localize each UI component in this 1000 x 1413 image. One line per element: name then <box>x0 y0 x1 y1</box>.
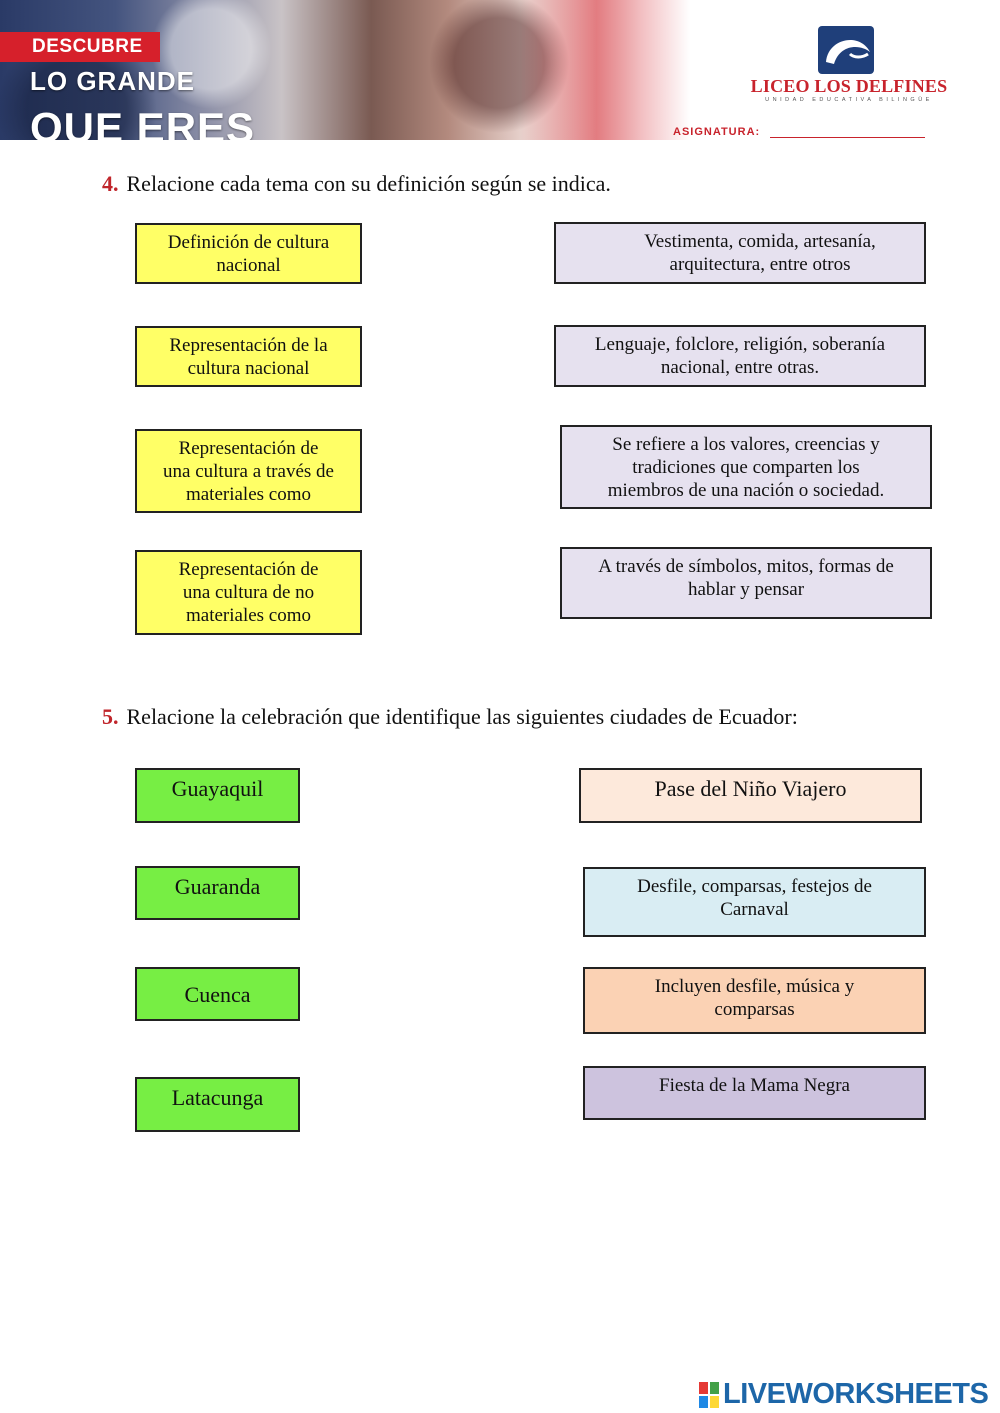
item-text: Definición de cultura <box>167 232 330 253</box>
item-text: una cultura de no <box>182 582 315 603</box>
question-text: Relacione cada tema con su definición se… <box>126 171 611 196</box>
city-text: Guaranda <box>174 874 261 899</box>
q5-city-guayaquil[interactable]: Guayaquil <box>135 768 300 823</box>
banner-line-3: QUE ERES <box>30 104 256 140</box>
item-text: materiales como <box>185 484 311 505</box>
item-text: nacional, entre otras. <box>660 357 820 378</box>
question-text: Relacione la celebración que identifique… <box>126 704 798 729</box>
liveworksheets-icon <box>698 1380 720 1409</box>
city-text: Guayaquil <box>171 776 264 801</box>
city-text: Latacunga <box>171 1085 264 1110</box>
question-4-title: 4. Relacione cada tema con su definición … <box>102 170 611 198</box>
q5-city-latacunga[interactable]: Latacunga <box>135 1077 300 1132</box>
q4-right-item-1[interactable]: Vestimenta, comida, artesanía,arquitectu… <box>554 222 926 284</box>
item-text: tradiciones que comparten los <box>632 457 860 478</box>
celebration-text: Desfile, comparsas, festejos de <box>637 876 872 897</box>
school-name: LICEO LOS DELFINES <box>750 76 948 96</box>
banner-line-2: LO GRANDE <box>30 66 195 96</box>
subject-label: ASIGNATURA: <box>673 126 761 138</box>
celebration-text: Pase del Niño Viajero <box>654 776 847 801</box>
item-text: miembros de una nación o sociedad. <box>607 480 885 501</box>
celebration-text: Incluyen desfile, música y <box>654 976 855 997</box>
q5-city-guaranda[interactable]: Guaranda <box>135 866 300 920</box>
subject-line <box>770 137 925 138</box>
item-text: Se refiere a los valores, creencias y <box>612 434 880 455</box>
item-text: Lenguaje, folclore, religión, soberanía <box>594 334 886 355</box>
item-text: una cultura a través de <box>163 461 334 482</box>
dolphin-logo-icon <box>818 26 874 74</box>
celebration-text: comparsas <box>714 999 795 1020</box>
celebration-text: Carnaval <box>720 899 789 920</box>
item-text: Vestimenta, comida, artesanía, <box>644 231 876 252</box>
q5-city-cuenca[interactable]: Cuenca <box>135 967 300 1021</box>
q5-celebration-1[interactable]: Pase del Niño Viajero <box>579 768 922 823</box>
item-text: Representación de la <box>169 335 328 356</box>
item-text: cultura nacional <box>187 358 310 379</box>
question-5-title: 5. Relacione la celebración que identifiq… <box>102 703 798 731</box>
banner-tag: DESCUBRE <box>0 32 160 62</box>
liveworksheets-logo: LIVEWORKSHEETS <box>698 1378 989 1411</box>
question-number: 4. <box>102 171 119 196</box>
item-text: A través de símbolos, mitos, formas de <box>598 556 894 577</box>
liveworksheets-brand: LIVEWORKSHEETS <box>723 1378 989 1410</box>
question-number: 5. <box>102 704 119 729</box>
q5-celebration-4[interactable]: Fiesta de la Mama Negra <box>583 1066 926 1120</box>
item-text: Representación de <box>178 438 319 459</box>
item-text: Representación de <box>178 559 319 580</box>
celebration-text: Fiesta de la Mama Negra <box>659 1075 850 1096</box>
header-banner: DESCUBRE LO GRANDE QUE ERES LICEO LOS DE… <box>0 0 1000 140</box>
city-text: Cuenca <box>184 982 251 1007</box>
school-subtitle: UNIDAD EDUCATIVA BILINGÜE <box>765 97 933 103</box>
item-text: nacional <box>216 255 281 276</box>
item-text: materiales como <box>185 605 312 626</box>
item-text: hablar y pensar <box>687 579 805 600</box>
item-text: arquitectura, entre otros <box>669 254 851 275</box>
